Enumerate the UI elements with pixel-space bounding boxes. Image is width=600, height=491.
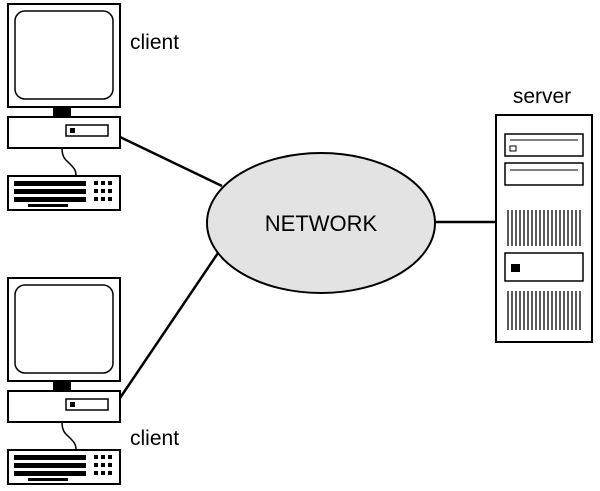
server-label: server (513, 85, 571, 108)
client-workstation-bottom (7, 277, 121, 485)
client-label-top: client (130, 31, 179, 54)
server-tower-icon (495, 114, 593, 343)
keyboard-cable (61, 147, 77, 177)
drive-led (70, 402, 75, 407)
monitor-stand (53, 381, 71, 391)
disk-drive-icon (65, 124, 109, 137)
keyboard-cable (61, 421, 77, 451)
computer-case-icon (7, 390, 121, 423)
drive-led (70, 128, 75, 133)
server-power-led (511, 264, 520, 272)
server-led (509, 145, 517, 152)
network-label: NETWORK (265, 211, 378, 236)
monitor-screen (14, 284, 114, 374)
link-client-top-network (119, 135, 223, 188)
server-drive-bay-1 (504, 133, 584, 157)
server-drive-bay-2 (504, 162, 584, 186)
link-client-bottom-network (118, 252, 220, 399)
server-vent-lower (507, 291, 581, 330)
network-ellipse (206, 152, 436, 294)
monitor-screen (14, 10, 114, 100)
connections (118, 135, 496, 399)
disk-drive-icon (65, 398, 109, 411)
keyboard-keys (14, 181, 112, 207)
client-workstation-top (7, 3, 121, 211)
network-node: NETWORK (206, 152, 436, 294)
monitor-stand (53, 107, 71, 117)
client-label-bottom: client (130, 427, 179, 450)
keyboard-keys (14, 455, 112, 481)
server-vent-upper (507, 210, 581, 246)
